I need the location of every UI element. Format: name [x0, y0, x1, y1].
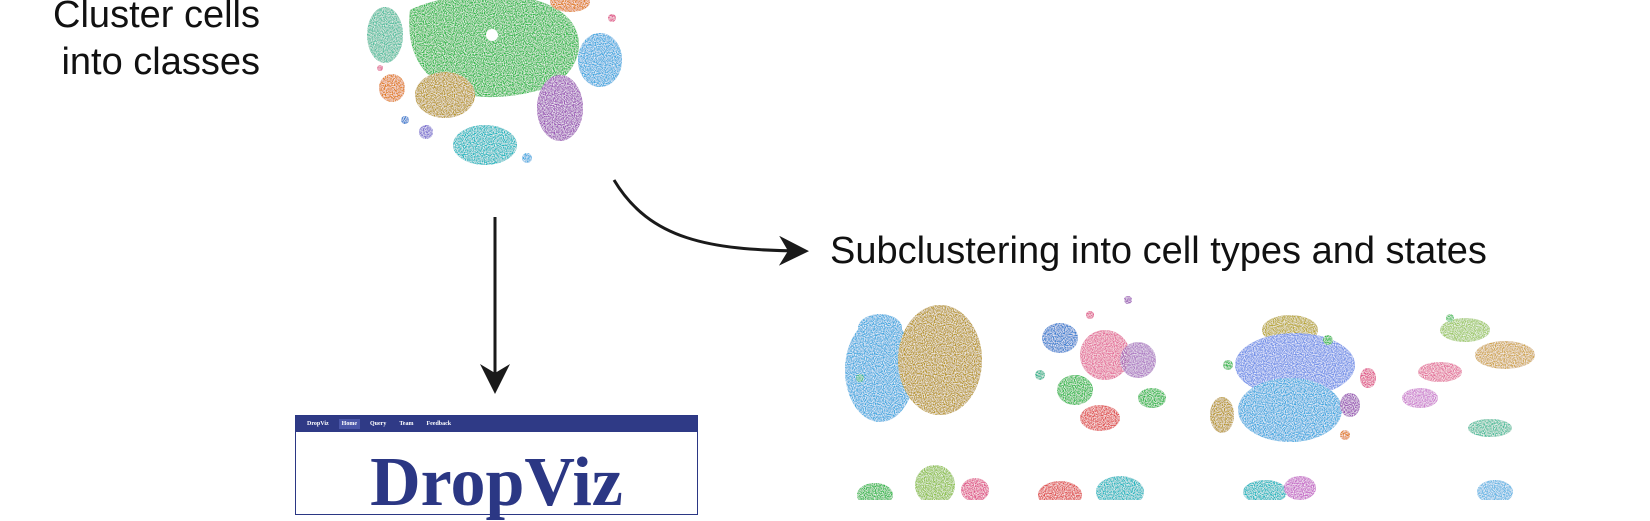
diagram-canvas — [367, 0, 1535, 500]
class-tsne-cluster — [367, 0, 622, 165]
subcluster-plot-7 — [1243, 476, 1316, 500]
nav-item-team[interactable]: Team — [399, 421, 414, 427]
subcluster-plot-4 — [1402, 314, 1535, 437]
dropviz-navbar: DropViz Home Query Team Feedback — [296, 416, 697, 432]
subcluster-plot-2 — [1035, 296, 1166, 431]
subcluster-plot-8 — [1477, 480, 1513, 500]
nav-item-query[interactable]: Query — [370, 421, 387, 427]
cluster-cells-label: Cluster cells into classes — [0, 0, 260, 86]
dropviz-title: DropViz — [370, 444, 623, 521]
nav-item-feedback[interactable]: Feedback — [426, 421, 452, 427]
nav-item-home[interactable]: Home — [338, 419, 360, 429]
subclustering-label: Subclustering into cell types and states — [830, 230, 1487, 272]
curved-arrow — [612, 179, 809, 266]
subcluster-plot-5 — [857, 465, 989, 500]
cluster-label-line2: into classes — [61, 41, 260, 83]
dropviz-brand[interactable]: DropViz — [307, 421, 329, 427]
cluster-label-line1: Cluster cells — [53, 0, 260, 36]
dropviz-website-preview: DropViz Home Query Team Feedback DropViz — [295, 415, 698, 521]
subcluster-plot-1 — [845, 305, 982, 422]
subcluster-plot-6 — [1038, 476, 1144, 500]
subcluster-plot-3 — [1210, 315, 1376, 442]
